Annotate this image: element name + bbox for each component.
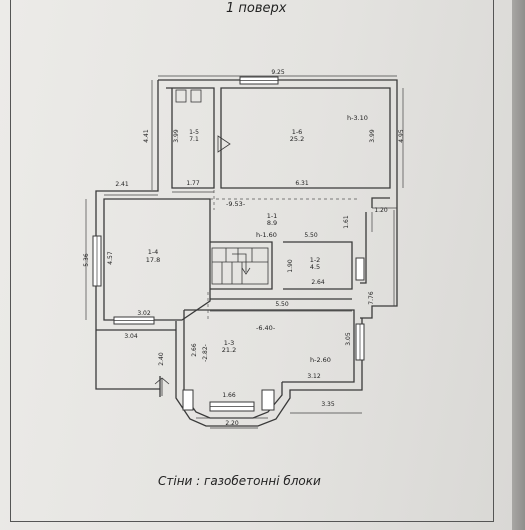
dim-2-82: -2.82- [202,344,209,362]
room-1-2-id: 1-2 [310,256,321,264]
window-bay-right [261,389,275,411]
walls [95,79,398,427]
dimension-lines [85,75,404,429]
room-1-2-area: 4.5 [310,263,320,271]
room-1-4-id: 1-4 [148,248,159,256]
dim-3-99b: 3.99 [369,129,376,143]
room-1-3-id: 1-3 [224,339,235,347]
dim-2-40: 2.40 [158,352,165,366]
room-1-5-id-text: 1-5 [189,129,199,136]
dim-2-64: 2.64 [311,279,325,286]
wall-room-1-2 [283,241,353,290]
wall-west-outer [95,80,160,390]
level-2: -6.40- [256,324,276,332]
dim-5-50a: 5.50 [304,232,318,239]
dim-9-25: 9.25 [271,69,285,76]
dim-5-36: 5.36 [83,253,90,267]
drawing-frame [10,0,494,522]
room-1-4-area: 17.8 [146,256,160,264]
dim-2-66: 2.66 [191,343,198,357]
dim-6-31: 6.31 [295,180,309,187]
dim-1-20: 1.20 [374,207,388,214]
room-1-5-area: 7.1 [189,136,199,143]
wall-east-step [371,197,390,208]
dim-1-77: 1.77 [186,180,200,187]
height-living: h-2.60 [310,356,331,364]
dim-1-66: 1.66 [222,392,236,399]
page-edge-shadow [512,0,525,530]
sanitary-fixtures [154,89,231,396]
wall-top-block-outer [158,79,398,198]
dim-3-02: 3.02 [137,310,151,317]
dim-1-90: 1.90 [287,259,294,273]
room-labels: 1-5 7.1 1-6 25.2 1-1 8.9 1-4 17.8 1-2 4.… [146,128,321,354]
level-1: -9.53- [226,200,246,208]
dim-4-41: 4.41 [143,129,150,143]
dim-5-50b: 5.50 [275,301,289,308]
dim-2-41: 2.41 [115,181,129,188]
wall-east-inner [360,212,367,284]
dimension-labels: 9.25 4.41 3.99 3.99 4.95 1.77 6.31 2.41 … [83,69,405,427]
dim-3-35: 3.35 [321,401,335,408]
dim-4-57: 4.57 [107,251,114,265]
walls-note: Стіни : газобетонні блоки [158,474,321,488]
window-east-1-2 [355,257,365,281]
dim-3-12: 3.12 [307,373,321,380]
height-stair: h-1.60 [256,231,277,239]
floor-title: 1 поверх [226,1,287,16]
window-bay-left [182,389,194,411]
room-1-3-area: 21.2 [222,346,236,354]
room-1-6-area: 25.2 [290,135,304,143]
staircase [211,247,269,285]
dim-4-95: 4.95 [398,129,405,143]
wall-room-1-3 [184,309,355,383]
room-1-1-area: 8.9 [267,219,277,227]
dim-3-99a: 3.99 [173,129,180,143]
dim-7-76: 7.76 [368,291,375,305]
wall-room-1-5 [166,87,215,189]
wall-east-outer [360,198,398,319]
dim-3-04: 3.04 [124,333,138,340]
dim-2-20: 2.20 [225,420,239,427]
wall-room-1-6 [220,87,391,189]
room-1-1-id: 1-1 [267,212,278,220]
dashed-lines [207,190,360,320]
height-labels: h-3.10 h-1.60 h-2.60 -9.53- -6.40- [226,114,368,364]
wall-stair [210,241,273,290]
dim-3-05: 3.05 [345,332,352,346]
window-lines [96,80,361,407]
height-top: h-3.10 [347,114,368,122]
room-1-6-id: 1-6 [292,128,303,136]
dim-1-61: 1.61 [343,215,350,229]
